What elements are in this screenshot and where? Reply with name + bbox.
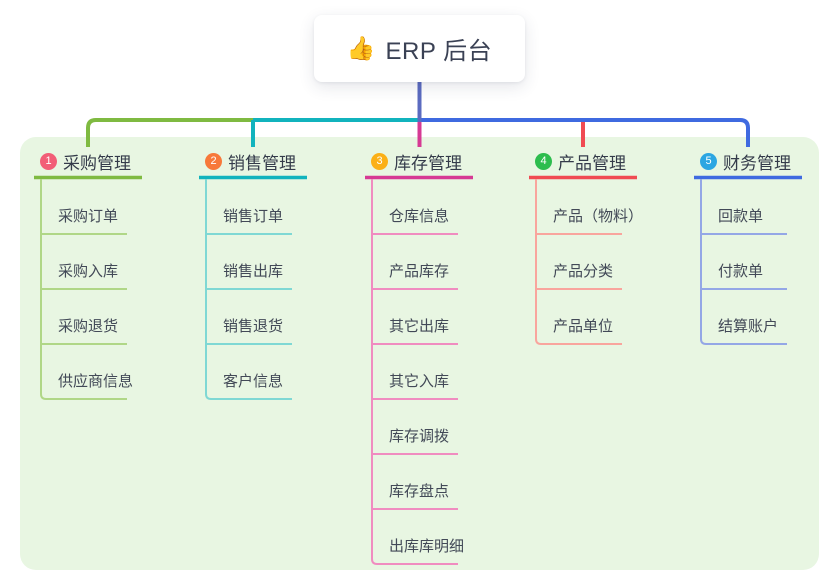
branch-1-spine-line	[40, 179, 127, 400]
branch-badge: 5	[700, 152, 717, 170]
child-node[interactable]: 采购入库	[58, 263, 119, 280]
child-node[interactable]: 销售出库	[223, 263, 284, 280]
child-node[interactable]: 供应商信息	[58, 373, 134, 390]
child-node[interactable]: 库存盘点	[389, 483, 450, 500]
branch-badge: 3	[371, 152, 388, 170]
branch-label: 销售管理	[228, 153, 296, 173]
child-node[interactable]: 产品库存	[389, 263, 450, 280]
branch-4-spine-line	[535, 179, 622, 345]
child-node[interactable]: 产品（物料）	[553, 208, 644, 225]
branch-node-4[interactable]: 4 产品管理	[535, 150, 626, 173]
branch-node-3[interactable]: 3 库存管理	[371, 150, 462, 173]
branch-1-bus-line	[86, 118, 253, 147]
child-node[interactable]: 销售订单	[223, 208, 284, 225]
branch-3-spine-line	[371, 179, 458, 565]
child-node[interactable]: 采购订单	[58, 208, 119, 225]
branch-5-spine-line	[700, 179, 787, 345]
child-node[interactable]: 产品分类	[553, 263, 614, 280]
child-node[interactable]: 销售退货	[223, 318, 284, 335]
branch-label: 财务管理	[723, 153, 791, 173]
branch-node-2[interactable]: 2 销售管理	[205, 150, 296, 173]
child-node[interactable]: 付款单	[718, 263, 764, 280]
child-node[interactable]: 出库库明细	[389, 538, 465, 555]
child-node[interactable]: 其它入库	[389, 373, 450, 390]
branch-2-bus-line	[251, 118, 419, 147]
root-node[interactable]: 👍 ERP 后台	[314, 15, 525, 82]
branch-label: 采购管理	[63, 153, 131, 173]
branch-label: 产品管理	[558, 153, 626, 173]
branch-badge: 1	[40, 152, 57, 170]
child-node[interactable]: 库存调拨	[389, 428, 450, 445]
child-node[interactable]: 回款单	[718, 208, 764, 225]
thumbs-up-icon: 👍	[346, 35, 376, 61]
child-node[interactable]: 客户信息	[223, 373, 284, 390]
branch-2-spine-line	[205, 179, 292, 400]
child-node[interactable]: 结算账户	[718, 318, 779, 335]
canvas-panel	[20, 137, 819, 570]
child-node[interactable]: 采购退货	[58, 318, 119, 335]
root-title: ERP 后台	[385, 38, 493, 65]
branch-5-bus-line	[419, 118, 750, 147]
branch-node-5[interactable]: 5 财务管理	[700, 150, 791, 173]
child-node[interactable]: 产品单位	[553, 318, 614, 335]
branch-badge: 4	[535, 152, 552, 170]
child-node[interactable]: 其它出库	[389, 318, 450, 335]
branch-label: 库存管理	[394, 153, 462, 173]
child-node[interactable]: 仓库信息	[389, 208, 450, 225]
branch-badge: 2	[205, 152, 222, 170]
branch-node-1[interactable]: 1 采购管理	[40, 150, 131, 173]
